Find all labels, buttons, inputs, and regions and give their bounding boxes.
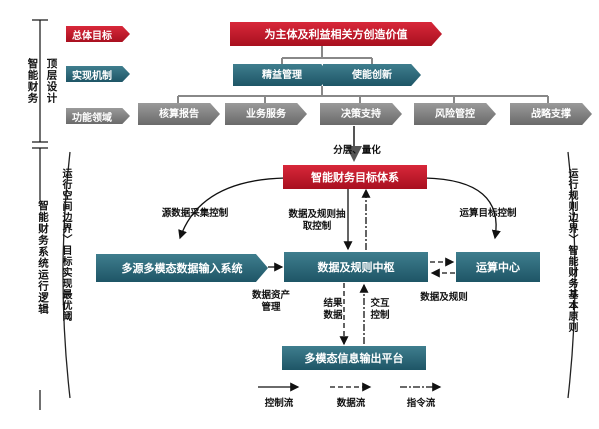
data-rule-extract-label: 数据及规则抽取控制 bbox=[288, 209, 346, 232]
output-platform-box: 多模态信息输出平台 bbox=[282, 346, 426, 370]
domain-box-4: 风险管控 bbox=[414, 103, 496, 125]
domain-box-1: 核算报告 bbox=[138, 103, 220, 125]
top-section-label-b: 智能财务 bbox=[26, 58, 39, 104]
left-section-label: 智能财务系统运行逻辑 bbox=[36, 200, 49, 390]
row-tag-domain: 功能领域 bbox=[66, 108, 130, 124]
interaction-control-label: 交互控制 bbox=[370, 298, 390, 321]
domain-box-5: 战略支撑 bbox=[510, 103, 592, 125]
row-tag-goal: 总体目标 bbox=[66, 26, 130, 42]
legend-control-label: 控制流 bbox=[264, 398, 294, 409]
mechanism-box-1: 精益管理 bbox=[233, 64, 331, 86]
compute-center-box: 运算中心 bbox=[456, 252, 540, 282]
input-system-box: 多源多模态数据输入系统 bbox=[96, 254, 268, 282]
domain-box-2: 业务服务 bbox=[225, 103, 307, 125]
top-section-label-a: 顶层设计 bbox=[45, 58, 58, 104]
domain-box-3: 决策支持 bbox=[320, 103, 402, 125]
compute-target-control-label: 运算目标控制 bbox=[459, 208, 517, 219]
goal-box: 为主体及利益相关方创造价值 bbox=[230, 22, 442, 46]
target-system-box: 智能财务目标体系 bbox=[283, 165, 427, 189]
data-and-rules-label: 数据及规则 bbox=[420, 292, 468, 303]
legend-data-label: 数据流 bbox=[336, 398, 366, 409]
data-rule-hub-box: 数据及规则中枢 bbox=[284, 252, 428, 282]
right-bracket-text: 运行规则边界〉智能财务基本原则 bbox=[566, 168, 577, 333]
result-data-label: 结果数据 bbox=[323, 298, 343, 321]
mechanism-box-2: 使能创新 bbox=[323, 64, 421, 86]
source-control-label: 源数据采集控制 bbox=[161, 208, 229, 219]
legend-command-label: 指令流 bbox=[406, 398, 436, 409]
row-tag-mechanism: 实现机制 bbox=[66, 66, 130, 82]
data-asset-mgmt-label: 数据资产管理 bbox=[251, 290, 290, 313]
layering-label: 分层、量化 bbox=[333, 145, 381, 156]
left-bracket-text: 运行空间边界〉目标实现最优阈 bbox=[60, 168, 71, 322]
